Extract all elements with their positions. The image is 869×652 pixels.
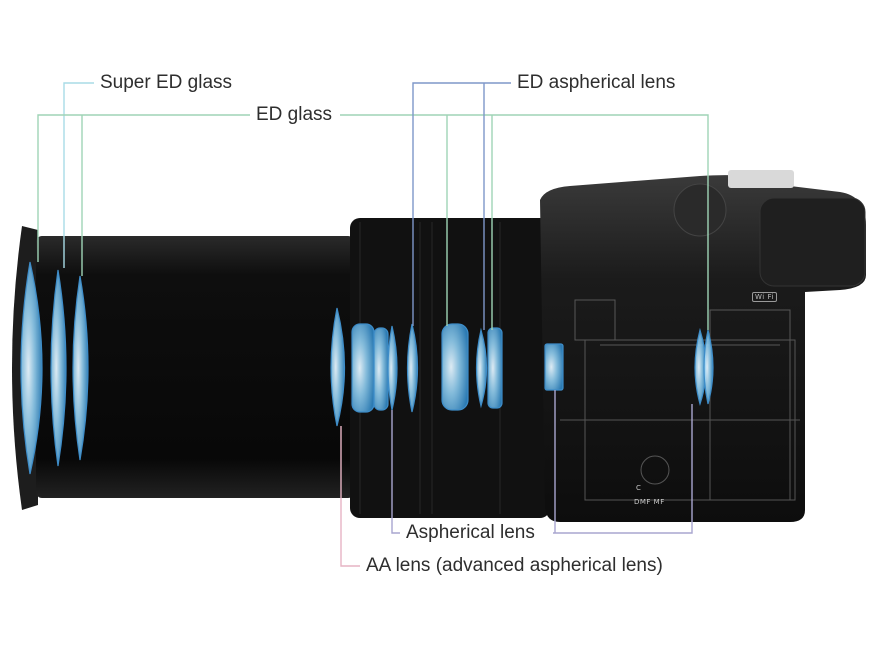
viewfinder <box>759 197 866 287</box>
ed-element-rear-2 <box>703 329 714 405</box>
ed-glass-leader-right <box>340 114 709 330</box>
group-3-element-1 <box>441 323 469 411</box>
ed-aspherical-element-2 <box>475 327 488 409</box>
group-2-element-1 <box>351 323 375 413</box>
front-element-1 <box>20 261 43 475</box>
aa-lens-label: AA lens (advanced aspherical lens) <box>360 555 669 577</box>
internal-wireframe <box>560 299 800 501</box>
ed-aspherical-lens-label: ED aspherical lens <box>511 72 682 94</box>
lens-barrel <box>36 236 354 498</box>
ed-glass-leader-left <box>37 114 250 262</box>
super-ed-glass-label: Super ED glass <box>94 72 239 94</box>
aspherical-leader-left <box>391 410 400 534</box>
aa-element <box>330 307 346 427</box>
wifi-badge: Wi Fi <box>752 292 777 302</box>
aa-lens-leader <box>340 426 360 567</box>
af-c-marking: C <box>636 484 642 492</box>
aspherical-element-2 <box>544 343 564 391</box>
ed-aspherical-element-1 <box>406 323 419 413</box>
aspherical-leader-right <box>553 404 693 534</box>
aspherical-lens-label: Aspherical lens <box>400 522 541 544</box>
focus-mode-marking: DMF MF <box>634 498 665 506</box>
ed-aspherical-leader <box>412 82 511 326</box>
front-element-2 <box>50 269 67 467</box>
ed-element-group-3 <box>487 327 503 409</box>
mode-dial <box>673 183 727 237</box>
group-2-element-2 <box>373 327 389 411</box>
lens-elements <box>20 261 714 475</box>
front-element-3 <box>72 275 89 461</box>
hot-shoe <box>728 170 794 188</box>
ed-glass-label: ED glass <box>250 104 339 126</box>
super-ed-leader <box>63 82 94 268</box>
